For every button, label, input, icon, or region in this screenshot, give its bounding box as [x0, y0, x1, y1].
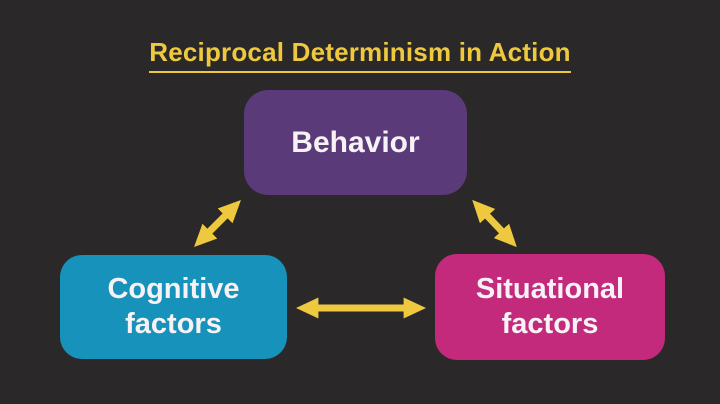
- node-behavior: Behavior: [244, 90, 467, 195]
- node-cognitive-factors: Cognitive factors: [60, 255, 287, 359]
- node-situational-factors: Situational factors: [435, 254, 665, 360]
- slide-title: Reciprocal Determinism in Action: [0, 32, 720, 73]
- slide-title-text: Reciprocal Determinism in Action: [149, 37, 571, 73]
- double-arrow-behavior-situational-icon: [472, 199, 517, 248]
- double-arrow-behavior-cognitive-icon: [194, 200, 241, 247]
- node-situational-factors-label: Situational factors: [475, 273, 625, 340]
- node-behavior-label: Behavior: [291, 125, 420, 159]
- node-cognitive-factors-label: Cognitive factors: [107, 273, 240, 340]
